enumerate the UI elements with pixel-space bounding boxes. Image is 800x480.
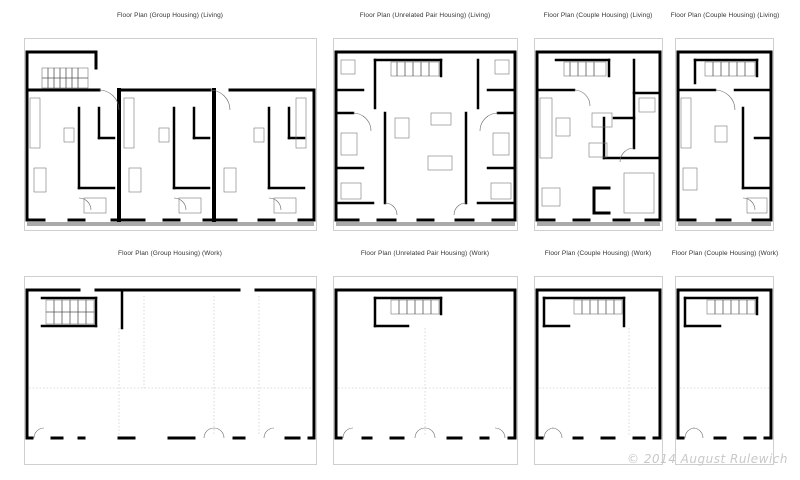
title-couple-work-a: Floor Plan (Couple Housing) (Work) [544,250,652,257]
plan-couple-work-a [534,276,663,465]
title-couple-living-a: Floor Plan (Couple Housing) (Living) [543,12,653,19]
title-group-living: Floor Plan (Group Housing) (Living) [116,12,224,19]
copyright-watermark: © 2014 August Rulewich [627,452,788,466]
title-pair-living: Floor Plan (Unrelated Pair Housing) (Liv… [359,12,491,19]
plan-pair-living [333,38,518,231]
title-couple-work-b: Floor Plan (Couple Housing) (Work) [671,250,779,257]
plan-couple-work-b [675,276,774,465]
plan-group-living [24,38,317,231]
title-pair-work: Floor Plan (Unrelated Pair Housing) (Wor… [360,250,490,257]
plan-pair-work [333,276,518,465]
plan-couple-living-a [534,38,663,231]
title-group-work: Floor Plan (Group Housing) (Work) [118,250,222,257]
title-couple-living-b: Floor Plan (Couple Housing) (Living) [670,12,780,19]
plan-group-work [24,276,317,465]
plan-couple-living-b [675,38,774,231]
